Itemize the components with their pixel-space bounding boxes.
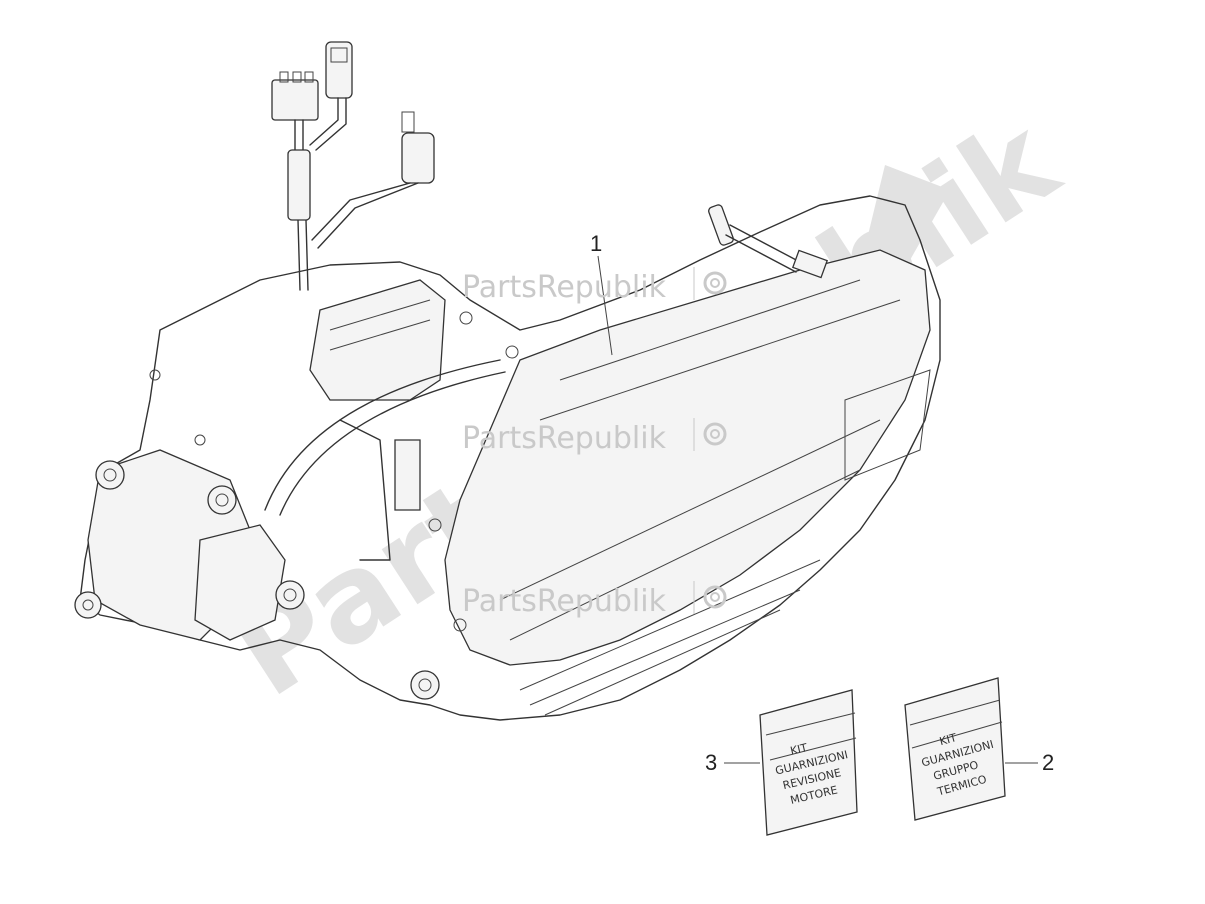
gear-icon [703, 585, 727, 609]
callout-2: 2 [1042, 750, 1054, 775]
cylinder-gasket-kit: KIT GUARNIZIONI GRUPPO TERMICO [904, 677, 1006, 821]
coolant-hose [264, 359, 501, 511]
watermark-text-3: PartsRepublik [462, 584, 667, 619]
cylinder-kit-line-1: KIT [938, 731, 958, 748]
watermark-row-2: PartsRepublik [462, 418, 727, 456]
watermark-row-1: PartsRepublik [462, 267, 727, 305]
callout-3: 3 [705, 750, 717, 775]
engine-assembly [74, 41, 941, 721]
engine-outline [79, 195, 941, 721]
cylinder-head [309, 279, 446, 401]
callout-1: 1 [590, 231, 602, 256]
oil-filter-housing [194, 524, 286, 641]
gear-icon [703, 422, 727, 446]
cover-badge [844, 369, 931, 481]
watermark-row-3: PartsRepublik [462, 581, 727, 619]
watermark-text-1: PartsRepublik [462, 270, 667, 305]
mounting-bosses [74, 311, 519, 700]
watermark-text-2: PartsRepublik [462, 421, 667, 456]
engine-gasket-kit: KIT GUARNIZIONI REVISIONE MOTORE [759, 689, 858, 836]
gear-icon [703, 271, 727, 295]
wiring-harness [271, 41, 435, 291]
rear-axle [708, 204, 829, 279]
engine-kit-line-1: KIT [789, 741, 809, 758]
